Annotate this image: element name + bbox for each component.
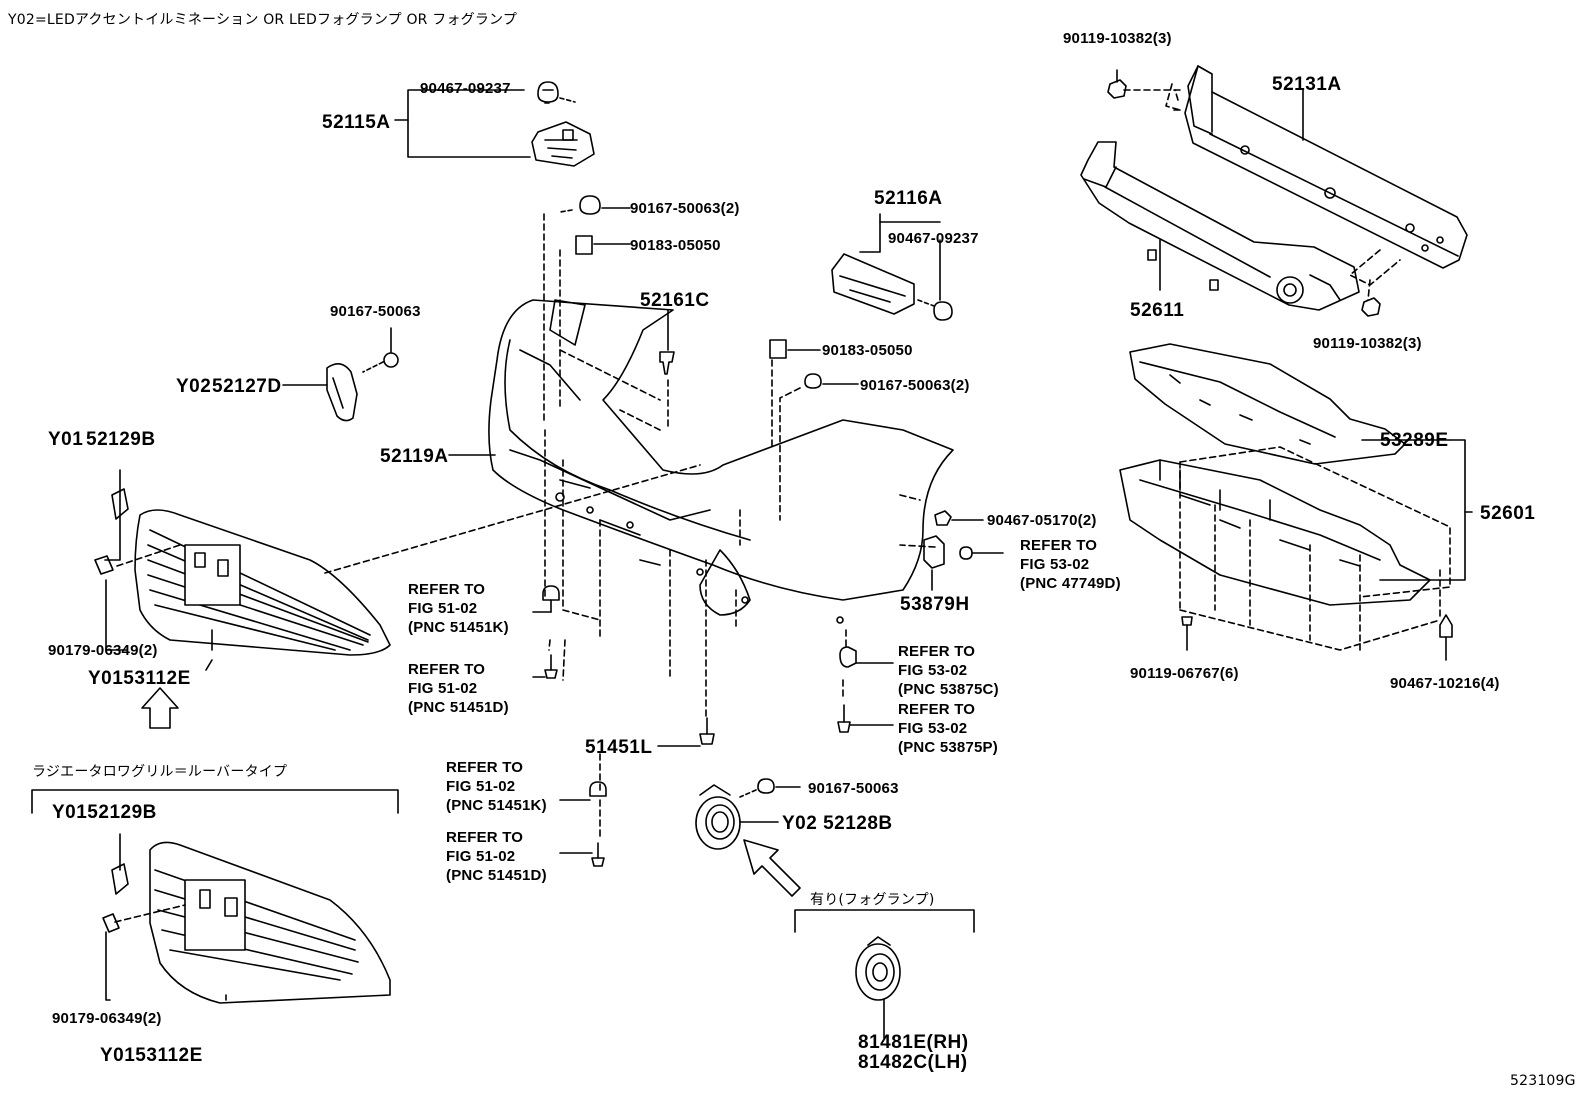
arrows-drawing: [141, 687, 801, 897]
label-fog-note: 有り(フォグランプ): [810, 892, 935, 908]
cover-52127D-drawing: [282, 327, 399, 422]
undercover-53289E-drawing: [1129, 343, 1473, 581]
retainer-52161C-drawing: [659, 309, 675, 431]
label-fog-lamp-rh: 81481E(RH): [858, 1032, 969, 1053]
bracket-53879H-drawing: [923, 510, 1004, 591]
bracket-52116A-drawing: [831, 213, 953, 321]
undercover-bolts-drawing: [1181, 614, 1453, 661]
label-bolt-06767: 90119-06767(6): [1130, 665, 1239, 682]
label-grille-type-note: ラジエータロワグリル＝ルーバータイプ: [32, 764, 288, 780]
fog-lamp-bracket: [794, 909, 975, 933]
undercover-leaders: [1179, 446, 1451, 651]
label-nut-mid: 90183-05050: [822, 342, 913, 359]
label-screw-52116A: 90467-09237: [888, 230, 979, 247]
label-53879H: 53879H: [900, 594, 970, 615]
label-52127D: 52127D: [212, 376, 282, 397]
label-grille-upper: Y0153112E: [88, 668, 191, 689]
label-clip-top: 90167-50063(2): [630, 200, 740, 217]
clip-53875-drawing: [837, 646, 894, 733]
mid-nut-clip-drawing: [769, 339, 859, 521]
label-clip-52127D: 90167-50063: [330, 303, 421, 320]
clip-nut-stack-drawing: [543, 195, 631, 421]
bracket-52115A-drawing: [394, 81, 595, 167]
label-52129B: 52129B: [86, 429, 156, 450]
label-bolt-10382-bottom: 90119-10382(3): [1313, 335, 1422, 352]
label-52601: 52601: [1480, 503, 1536, 524]
label-52119A: 52119A: [380, 446, 449, 467]
label-53289E: 53289E: [1380, 430, 1449, 451]
up-arrow-icon: [141, 687, 179, 729]
label-nut-top: 90183-05050: [630, 237, 721, 254]
label-clip-fog: 90167-50063: [808, 780, 899, 797]
label-52115A: 52115A: [322, 112, 391, 133]
diagram-id: 523109G: [1510, 1073, 1576, 1089]
label-51451L: 51451L: [585, 737, 653, 758]
dashed-leaders: [324, 429, 936, 841]
absorber-52611-drawing: [1080, 141, 1360, 311]
diagonal-arrow-icon: [743, 839, 801, 897]
grille-upper-drawing: [94, 469, 391, 671]
label-prefix-52129B: Y01: [48, 429, 84, 450]
fasteners-drawing: [532, 585, 715, 867]
header-note: Y02=LEDアクセントイルミネーション OR LEDフォグランプ OR フォグ…: [8, 12, 518, 28]
label-screw-52115A: 90467-09237: [420, 80, 511, 97]
label-52128B: Y02 52128B: [782, 813, 893, 834]
label-52611: 52611: [1130, 300, 1185, 321]
label-screw-05170: 90467-05170(2): [987, 512, 1097, 529]
fog-cover-52128B-drawing: [695, 778, 801, 850]
undercover-52601-drawing: [1119, 459, 1431, 606]
label-screw-06349-upper: 90179-06349(2): [48, 642, 158, 659]
label-grille-lower: Y0153112E: [100, 1045, 203, 1066]
grille-type-bracket: [31, 789, 399, 814]
label-52161C: 52161C: [640, 290, 710, 311]
fog-lamp-drawing: [855, 936, 901, 1039]
label-screw-06349-lower: 90179-06349(2): [52, 1010, 162, 1027]
bolt-10382-drawing: [1107, 69, 1381, 317]
label-fog-lamp-lh: 81482C(LH): [858, 1052, 968, 1073]
label-52116A: 52116A: [874, 188, 943, 209]
label-clip-10216: 90467-10216(4): [1390, 675, 1500, 692]
label-52131A: 52131A: [1272, 74, 1342, 95]
label-bolt-10382-top: 90119-10382(3): [1063, 30, 1172, 47]
label-clip-mid: 90167-50063(2): [860, 377, 970, 394]
label-prefix-52127D: Y02: [176, 376, 212, 397]
grille-lower-drawing: [102, 833, 391, 1004]
label-grille-clip-lower: Y0152129B: [52, 802, 157, 823]
reinforcement-52131A-drawing: [1119, 65, 1468, 301]
